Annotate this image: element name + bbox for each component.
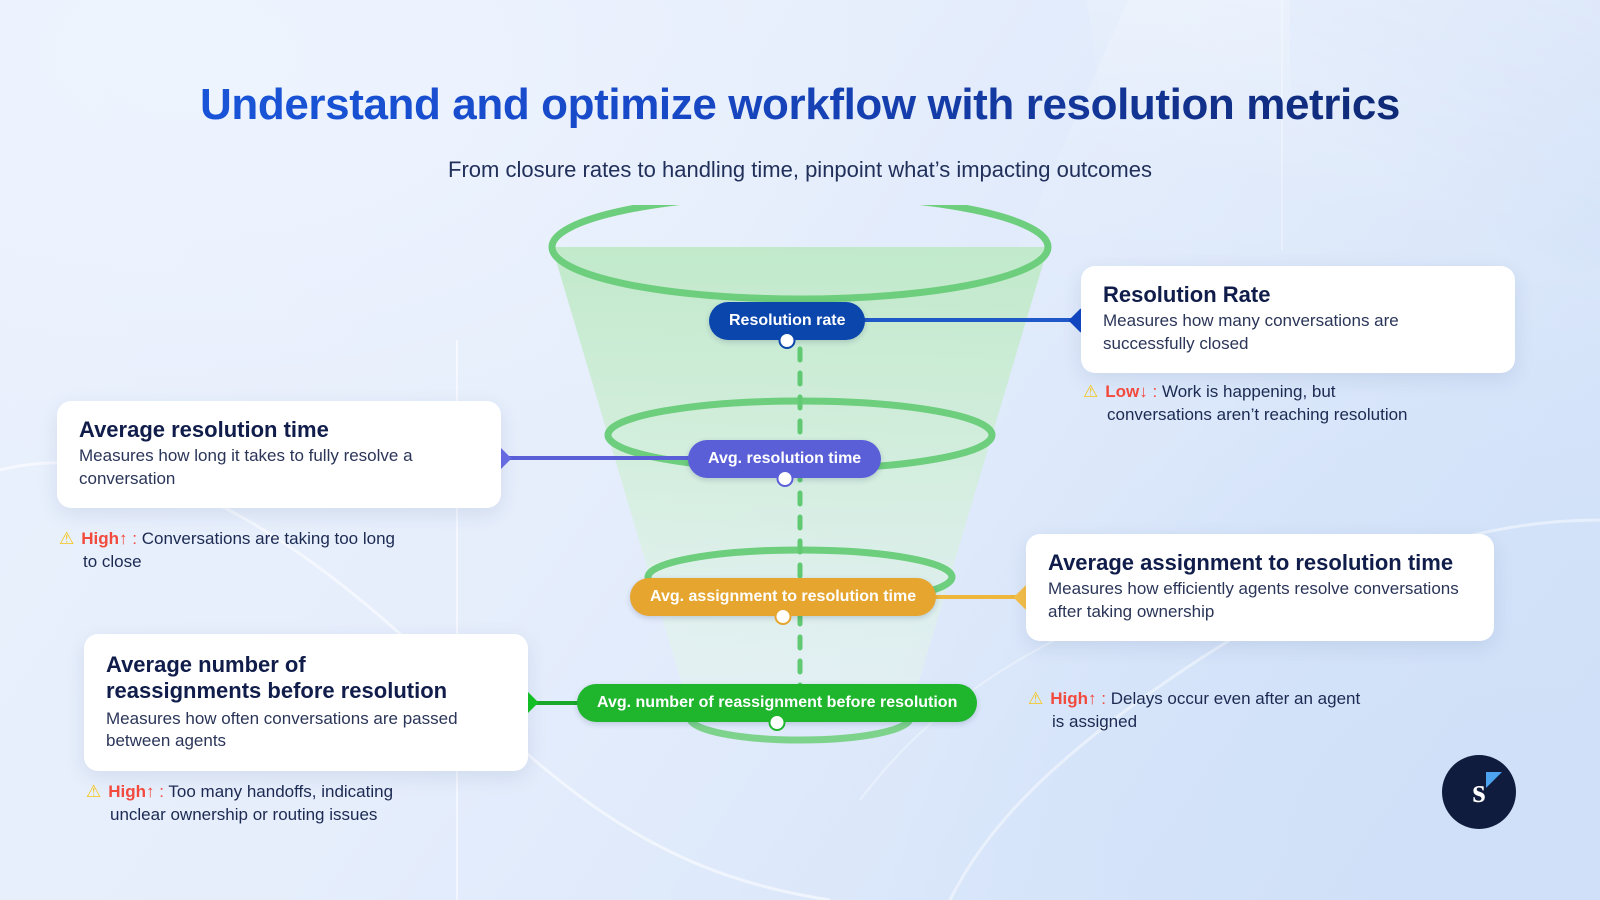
warning-separator: : [1152, 382, 1158, 401]
funnel-pill-label: Avg. number of reassignment before resol… [597, 694, 958, 711]
warning-text-line2: conversations aren’t reaching resolution [1107, 404, 1408, 424]
funnel-pill-label: Avg. assignment to resolution time [650, 588, 917, 605]
funnel-pill-avg-reassignments[interactable]: Avg. number of reassignment before resol… [577, 684, 978, 731]
funnel-node-dot [768, 714, 786, 731]
brand-logo[interactable]: s [1442, 755, 1516, 829]
card-average-resolution-time: Average resolution time Measures how lon… [57, 401, 501, 509]
funnel-pill-avg-assignment-time[interactable]: Avg. assignment to resolution time [630, 578, 937, 625]
funnel-pill-resolution-rate[interactable]: Resolution rate [709, 302, 866, 349]
warning-arrow-icon: ↓ [1139, 382, 1148, 401]
warning-separator: : [159, 782, 164, 801]
warning-text-line2: is assigned [1052, 711, 1138, 731]
warning-arrow-icon: ↑ [146, 782, 155, 801]
connector-line-avg-reassignments [528, 701, 583, 705]
card-title-line1: Average number of [106, 652, 306, 677]
card-description: Measures how many conversations are succ… [1103, 311, 1399, 353]
logo-triangle-icon [1486, 772, 1502, 788]
card-description: Measures how often conversations are pas… [106, 708, 458, 751]
funnel-pill-label: Resolution rate [729, 312, 846, 329]
warning-average-resolution-time: ⚠ High↑ : Conversations are taking too lo… [59, 528, 509, 574]
warning-text: Delays occur even after an agent [1110, 689, 1361, 708]
warning-level: High [81, 529, 120, 548]
card-title: Average resolution time [79, 417, 329, 442]
warning-arrow-icon: ↑ [1088, 689, 1097, 708]
card-title: Resolution Rate [1103, 282, 1271, 307]
warning-separator: : [1101, 689, 1106, 708]
page-subtitle: From closure rates to handling time, pin… [448, 157, 1152, 182]
card-title-line2: reassignments before resolution [106, 678, 448, 704]
card-title: Average assignment to resolution time [1048, 550, 1454, 575]
warning-separator: : [132, 529, 137, 548]
funnel-node-dot [776, 470, 794, 487]
page-title: Understand and optimize workflow with re… [0, 80, 1600, 130]
warning-triangle-icon: ⚠ [59, 529, 75, 548]
warning-text: Conversations are taking too long [141, 529, 395, 548]
warning-triangle-icon: ⚠ [86, 782, 102, 801]
warning-resolution-rate: ⚠ Low↓ : Work is happening, but conversat… [1083, 381, 1513, 427]
warning-text-line2: unclear ownership or routing issues [110, 804, 378, 824]
warning-arrow-icon: ↑ [119, 529, 128, 548]
logo-letter: s [1472, 773, 1486, 810]
card-average-assignment-to-resolution-time: Average assignment to resolution time Me… [1026, 534, 1494, 642]
warning-level: High [108, 782, 147, 801]
connector-line-avg-assignment-time [930, 595, 1028, 599]
card-description: Measures how efficiently agents resolve … [1048, 579, 1459, 621]
funnel-ring-1 [548, 205, 1052, 303]
warning-text-line2: to close [83, 551, 142, 571]
card-average-number-of-reassignments: Average number of reassignments before r… [84, 634, 528, 771]
warning-level: Low [1105, 382, 1140, 401]
connector-line-avg-resolution-time [500, 456, 695, 460]
warning-triangle-icon: ⚠ [1083, 382, 1099, 401]
warning-triangle-icon: ⚠ [1028, 689, 1044, 708]
funnel-pill-avg-resolution-time[interactable]: Avg. resolution time [688, 440, 882, 487]
warning-text: Work is happening, but [1161, 382, 1336, 401]
warning-text: Too many handoffs, indicating [168, 782, 394, 801]
warning-level: High [1050, 689, 1089, 708]
connector-line-resolution-rate [860, 318, 1082, 322]
funnel-node-dot [774, 608, 792, 625]
warning-average-assignment-to-resolution-time: ⚠ High↑ : Delays occur even after an agen… [1028, 688, 1498, 734]
card-description: Measures how long it takes to fully reso… [79, 446, 413, 488]
card-resolution-rate: Resolution Rate Measures how many conver… [1081, 266, 1515, 374]
funnel-node-dot [778, 332, 796, 349]
funnel-pill-label: Avg. resolution time [708, 450, 862, 467]
warning-average-number-of-reassignments: ⚠ High↑ : Too many handoffs, indicating u… [86, 781, 536, 827]
